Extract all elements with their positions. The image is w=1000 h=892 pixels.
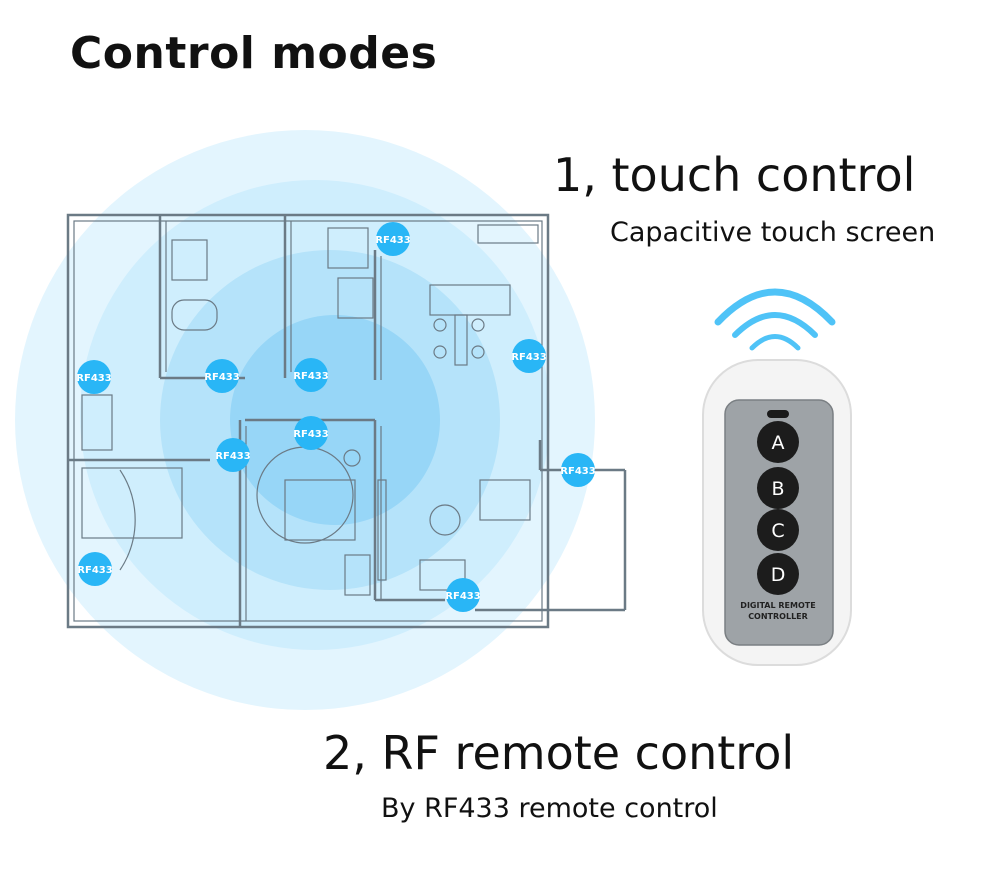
remote-button-c: C	[757, 509, 799, 551]
svg-text:D: D	[771, 564, 786, 586]
rf433-marker: RF433	[375, 222, 411, 256]
mode-rf-title: 2, RF remote control	[323, 726, 795, 780]
wireless-signal-icon	[714, 288, 836, 351]
svg-text:A: A	[772, 432, 785, 454]
svg-text:RF433: RF433	[77, 565, 112, 576]
svg-text:B: B	[771, 478, 784, 500]
remote-caption-line2: CONTROLLER	[748, 612, 808, 621]
svg-text:C: C	[771, 520, 784, 542]
svg-text:RF433: RF433	[293, 429, 328, 440]
svg-text:RF433: RF433	[215, 451, 250, 462]
svg-text:RF433: RF433	[76, 373, 111, 384]
rf433-marker: RF433	[76, 360, 112, 394]
mode-rf-subtitle: By RF433 remote control	[381, 793, 718, 824]
rf433-marker: RF433	[445, 578, 481, 612]
remote-button-d: D	[757, 553, 799, 595]
svg-text:RF433: RF433	[445, 591, 480, 602]
remote-caption-line1: DIGITAL REMOTE	[740, 601, 815, 610]
remote-button-a: A	[757, 421, 799, 463]
svg-text:RF433: RF433	[293, 371, 328, 382]
page-title: Control modes	[70, 28, 438, 79]
rf433-marker: RF433	[511, 339, 547, 373]
rf433-marker: RF433	[215, 438, 251, 472]
remote-button-b: B	[757, 467, 799, 509]
rf433-marker: RF433	[293, 358, 329, 392]
rf433-marker: RF433	[77, 552, 113, 586]
svg-text:RF433: RF433	[560, 466, 595, 477]
rf433-marker: RF433	[293, 416, 329, 450]
svg-text:RF433: RF433	[375, 235, 410, 246]
mode-touch-subtitle: Capacitive touch screen	[610, 217, 936, 248]
rf433-markers: RF433 RF433 RF433 RF433 RF433 RF433 RF43…	[76, 222, 596, 612]
svg-text:RF433: RF433	[511, 352, 546, 363]
svg-text:RF433: RF433	[204, 372, 239, 383]
rf433-marker: RF433	[560, 453, 596, 487]
mode-touch-title: 1, touch control	[553, 148, 916, 202]
rf433-marker: RF433	[204, 359, 240, 393]
